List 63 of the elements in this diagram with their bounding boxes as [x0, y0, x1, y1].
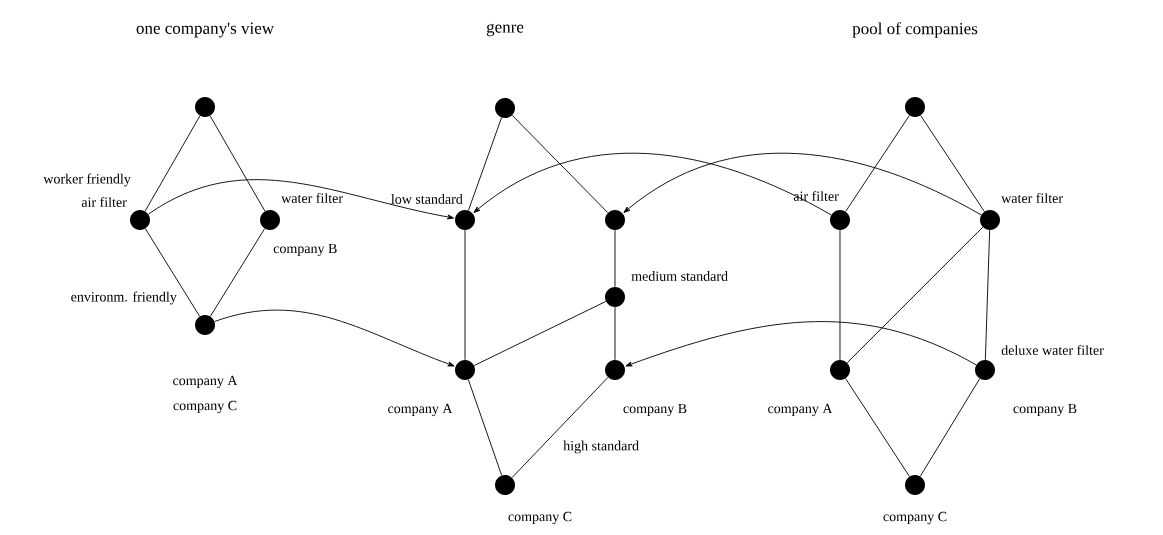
dot [905, 475, 925, 495]
line [144, 228, 201, 317]
line [984, 229, 991, 361]
dot [980, 210, 1000, 230]
dot [455, 360, 475, 380]
line [846, 226, 984, 364]
node-label: water filter [1001, 193, 1063, 203]
node-label: low standard [391, 193, 463, 204]
node-label: company B [1013, 403, 1077, 417]
arrow [214, 309, 455, 367]
dot [605, 360, 625, 380]
dot [195, 315, 215, 335]
dot [975, 360, 995, 380]
dot [605, 287, 625, 307]
dot [830, 210, 850, 230]
dot [455, 210, 475, 230]
node-label: environm. friendly [71, 291, 177, 305]
node-label: company A [173, 375, 238, 389]
arrow [473, 153, 832, 216]
dot [260, 210, 280, 230]
node-label: water filter [281, 193, 343, 203]
column-heading: genre [486, 23, 524, 37]
node-label: medium standard [631, 271, 728, 281]
line [614, 306, 616, 361]
line [209, 228, 266, 317]
dot [195, 97, 215, 117]
node-label: high standard [563, 440, 639, 454]
node-label: company C [883, 511, 947, 525]
node-label: company B [623, 403, 687, 417]
line [209, 115, 266, 212]
line [468, 117, 503, 211]
line [467, 379, 503, 476]
column-heading: pool of companies [852, 22, 978, 38]
arrow [147, 179, 454, 220]
dot [905, 97, 925, 117]
arrow [625, 321, 977, 367]
line [144, 115, 201, 212]
node-label: company A [768, 403, 833, 417]
line [511, 376, 609, 479]
node-label: air filter [81, 197, 127, 207]
dot [495, 475, 515, 495]
node-label: deluxe water filter [1001, 345, 1104, 355]
line [845, 115, 910, 212]
node-label: company C [508, 511, 572, 525]
node-label: company A [388, 403, 453, 417]
arrow [623, 153, 982, 216]
line [511, 114, 609, 214]
dot [830, 360, 850, 380]
node-label: worker friendly [43, 173, 131, 187]
dot [605, 210, 625, 230]
line [919, 378, 981, 477]
line [614, 229, 616, 288]
line [920, 115, 985, 212]
line [473, 301, 607, 366]
node-label: air filter [793, 191, 839, 201]
node-label: company B [273, 243, 337, 257]
line [845, 378, 910, 477]
dot [130, 210, 150, 230]
line [839, 229, 841, 361]
dot [495, 98, 515, 118]
column-heading: one company's view [136, 22, 274, 38]
node-label: company C [173, 400, 237, 414]
line [464, 229, 466, 361]
